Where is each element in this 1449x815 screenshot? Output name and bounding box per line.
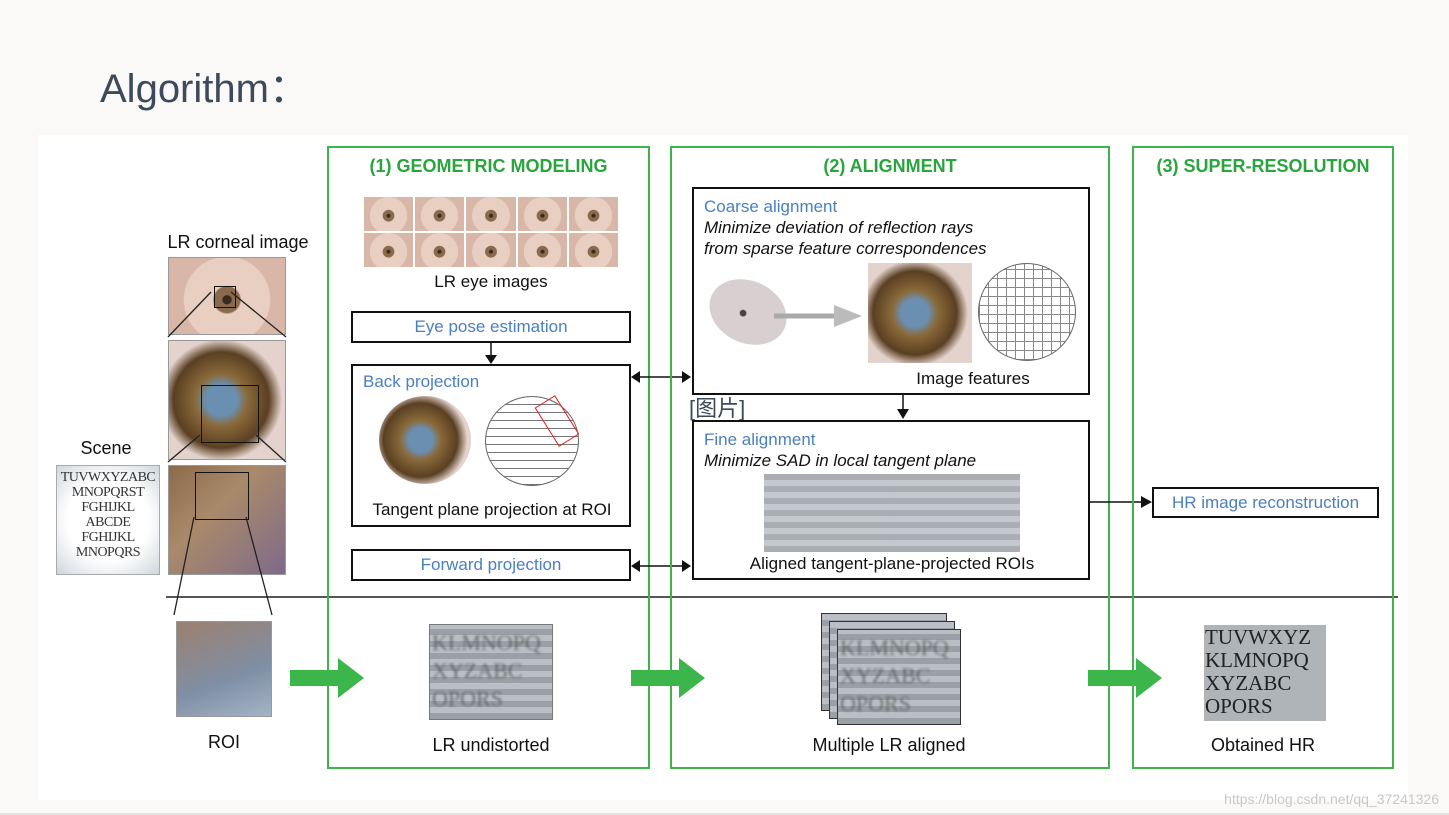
panel1-heading: (1) GEOMETRIC MODELING	[369, 156, 608, 176]
coarse-line-2: from sparse feature correspondences	[704, 239, 987, 258]
double-arrow-forward-fine	[631, 560, 691, 572]
forward-projection-box: Forward projection	[351, 549, 631, 581]
lr-undistorted-text: KLMNOPQ XYZABC OPORS	[432, 630, 541, 711]
coarse-line-1: Minimize deviation of reflection rays	[704, 218, 974, 237]
lr-eye-images-grid	[364, 197, 618, 267]
lr-eye-images-caption: LR eye images	[434, 272, 548, 291]
panel-super-resolution	[1132, 146, 1394, 769]
green-arrow-2	[631, 658, 705, 698]
scene-image: TUVWXYZABC MNOPQRST FGHIJKL ABCDE FGHIJK…	[56, 465, 160, 575]
slide-title: Algorithm：	[100, 67, 309, 111]
green-arrow-3	[1088, 658, 1162, 698]
divider-line	[166, 596, 1398, 598]
lr-undistorted-caption: LR undistorted	[432, 735, 550, 755]
scene-letters: TUVWXYZABC MNOPQRST FGHIJKL ABCDE FGHIJK…	[60, 470, 156, 560]
coarse-alignment-title: Coarse alignment	[704, 197, 838, 216]
lr-undistorted-image: KLMNOPQ XYZABC OPORS	[429, 624, 553, 720]
arrow-down-1	[485, 343, 497, 364]
corneal-zoom-image	[168, 340, 286, 460]
roi-zoom-image	[168, 465, 286, 575]
image-placeholder-tag: [图片]	[689, 396, 746, 421]
obtained-hr-text: TUVWXYZ KLMNOPQ XYZABC OPORS	[1205, 625, 1312, 718]
fine-alignment-title: Fine alignment	[704, 430, 816, 449]
lr-corneal-image	[168, 257, 286, 335]
aligned-rois-image	[764, 474, 1020, 552]
multiple-lr-text: KLMNOPQ XYZABC OPORS	[840, 635, 949, 716]
scene-label: Scene	[80, 438, 132, 458]
reflection-ray-arrow	[774, 305, 862, 327]
bottom-border	[0, 813, 1449, 815]
watermark: https://blog.csdn.net/qq_37241326	[1224, 791, 1439, 807]
tangent-caption: Tangent plane projection at ROI	[372, 500, 612, 519]
diagram-canvas: LR corneal image Scene TUVWXYZABC MNOPQR…	[38, 135, 1408, 800]
multiple-lr-aligned-image: KLMNOPQ XYZABC OPORS	[837, 629, 961, 725]
arrow-down-2	[897, 395, 909, 419]
aligned-rois-caption: Aligned tangent-plane-projected ROIs	[749, 554, 1035, 573]
roi-image	[176, 621, 272, 717]
panel2-heading: (2) ALIGNMENT	[823, 156, 957, 176]
back-projection-box: Back projection Tangent plane projection…	[351, 364, 631, 527]
double-arrow-back-coarse	[631, 371, 691, 383]
zoom-connector-lines	[167, 291, 287, 616]
coarse-alignment-box: Coarse alignment Minimize deviation of r…	[692, 187, 1090, 395]
eye-pose-estimation-box: Eye pose estimation	[351, 311, 631, 343]
panel-alignment	[670, 146, 1110, 769]
hr-reconstruction-box: HR image reconstruction	[1152, 487, 1379, 518]
feature-sphere-image	[978, 263, 1076, 361]
multiple-lr-aligned-caption: Multiple LR aligned	[812, 735, 966, 755]
panel3-heading: (3) SUPER-RESOLUTION	[1156, 156, 1370, 176]
obtained-hr-caption: Obtained HR	[1210, 735, 1316, 755]
tangent-eye-image	[379, 396, 471, 484]
fine-alignment-box: Fine alignment Minimize SAD in local tan…	[692, 420, 1090, 580]
fine-line-1: Minimize SAD in local tangent plane	[704, 451, 977, 470]
roi-label: ROI	[207, 732, 240, 752]
panel-geometric-modeling	[327, 146, 650, 769]
eye-feature-image	[868, 263, 972, 363]
obtained-hr-image: TUVWXYZ KLMNOPQ XYZABC OPORS	[1204, 625, 1326, 721]
tangent-sphere-image	[485, 396, 579, 486]
lr-corneal-label: LR corneal image	[167, 232, 309, 252]
image-features-caption: Image features	[916, 369, 1030, 388]
back-projection-title: Back projection	[363, 372, 480, 391]
